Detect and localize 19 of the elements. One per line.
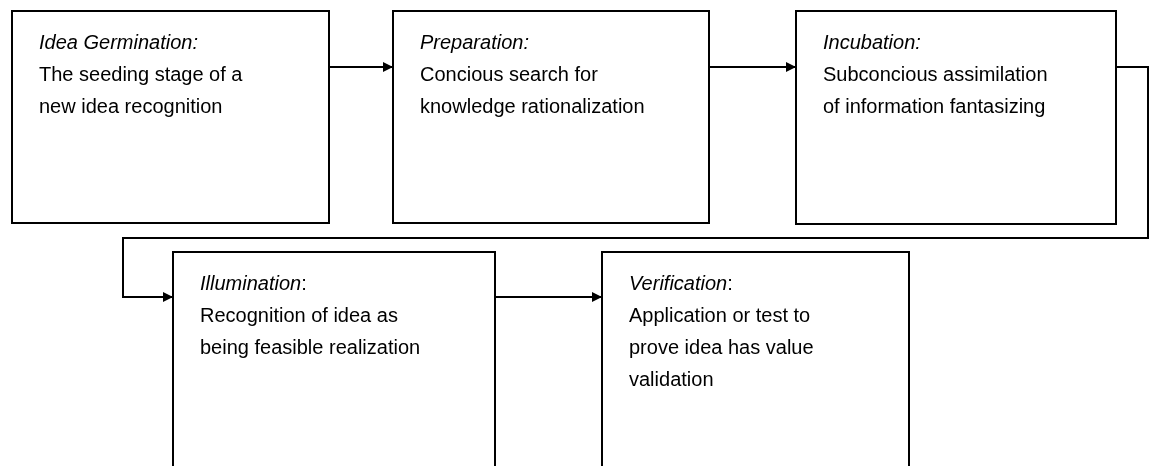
arrow — [495, 292, 602, 302]
process-box — [601, 251, 910, 466]
stage-description: Recognition of idea as being feasible realization — [200, 303, 422, 360]
arrow — [122, 66, 1149, 302]
stage-heading: Incubation: — [823, 30, 922, 55]
stage-description: Concious search for knowledge rationalization — [420, 62, 646, 119]
stage-heading: Idea Germination: — [39, 30, 199, 55]
process-box — [11, 10, 330, 224]
arrow — [329, 62, 393, 72]
stage-description: The seeding stage of a new idea recognition — [39, 62, 244, 119]
stage-heading: Preparation: — [420, 30, 530, 55]
stage-description: Subconcious assimilation of information fantasizing — [823, 62, 1049, 119]
process-box — [172, 251, 496, 466]
stage-heading: Verification: — [629, 271, 734, 296]
stage-heading: Illumination: — [200, 271, 308, 296]
stage-description: Application or test to prove idea has value validation — [629, 303, 815, 392]
arrow — [709, 62, 796, 72]
process-box — [795, 10, 1117, 225]
process-box — [392, 10, 710, 224]
